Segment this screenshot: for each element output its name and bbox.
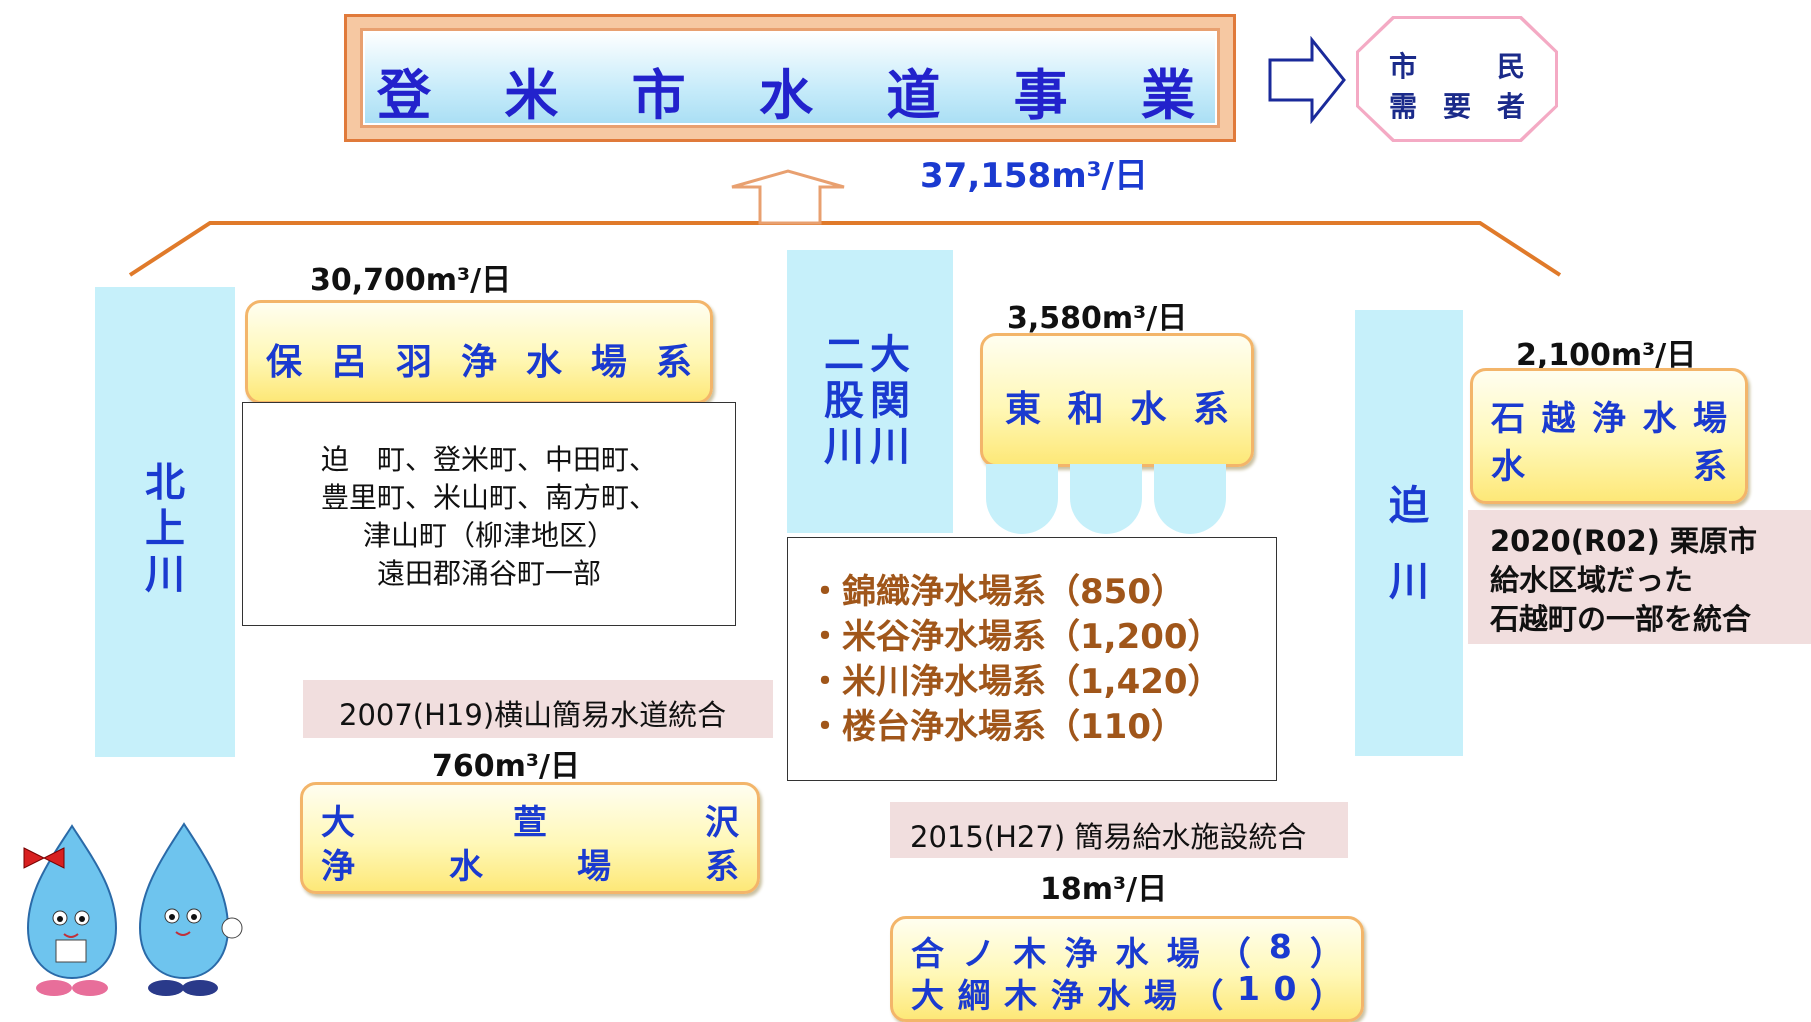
roof-bracket [128,169,1562,277]
hororiba-flow: 30,700m³/日 [310,263,512,298]
ishikoshi-plant-box: 石越浄水場 水系 [1470,368,1748,504]
area-line: 津山町（柳津地区） [362,519,615,552]
mascot-girl-icon [23,824,118,996]
area-line: 豊里町、米山町、南方町、 [320,481,657,514]
river-kitakami [95,287,235,757]
osukezawa-flow: 760m³/日 [432,749,580,784]
small-plant-line1: 合ノ木浄水場（8） [911,927,1343,973]
water-drop-decoration [1154,464,1226,534]
river-futamata [787,250,953,533]
river-ozeki-label: 大関川 [870,332,910,470]
towa-plant-box: 東和水系 [980,333,1254,467]
river-futamata-label: 二股川 [824,332,864,470]
ishikoshi-note: 2020(R02) 栗原市 給水区域だった 石越町の一部を統合 [1468,510,1811,644]
river-hasama [1355,310,1463,756]
river-hasama-label: 迫川 [1389,483,1429,605]
mascot-water-drops [23,822,243,996]
water-drop-decoration [986,464,1058,534]
osukezawa-line2: 浄水場系 [321,847,739,887]
water-drop-decoration [1070,464,1142,534]
list-item: ・楼台浄水場系（110） [808,707,1185,747]
right-arrow-icon [1268,36,1346,124]
small-plants-flow: 18m³/日 [1040,872,1168,907]
title-plaque: 登米市水道事業 [344,14,1236,142]
hororiba-name: 保呂羽浄水場系 [266,342,692,383]
yokoyama-note: 2007(H19)横山簡易水道統合 [303,680,773,738]
hororiba-plant-box: 保呂羽浄水場系 [245,300,713,404]
osukezawa-line1: 大萱沢 [321,803,739,843]
consumers-badge: 市民 需要者 [1356,16,1558,142]
ishikoshi-line1: 石越浄水場 [1491,399,1727,439]
towa-name: 東和水系 [1005,389,1229,430]
area-line: 遠田郡涌谷町一部 [376,557,601,590]
mascot-boy-icon [138,822,243,996]
page-title: 登米市水道事業 [377,64,1195,127]
osukezawa-plant-box: 大萱沢 浄水場系 [300,782,760,894]
towa-flow: 3,580m³/日 [1007,301,1188,336]
list-item: ・米川浄水場系（1,420） [808,662,1222,702]
total-flow: 37,158m³/日 [920,156,1148,196]
ishikoshi-flow: 2,100m³/日 [1516,338,1697,373]
list-item: ・米谷浄水場系（1,200） [808,617,1222,657]
ishikoshi-line2: 水系 [1491,447,1727,487]
list-item: ・錦織浄水場系（850） [808,572,1185,612]
simple-supply-note: 2015(H27) 簡易給水施設統合 [890,802,1348,858]
hororiba-area-box: 迫 町、登米町、中田町、 豊里町、米山町、南方町、 津山町（柳津地区） 遠田郡涌… [242,402,736,626]
towa-plant-list: ・錦織浄水場系（850） ・米谷浄水場系（1,200） ・米川浄水場系（1,42… [787,537,1277,781]
river-kitakami-label: 北上川 [145,460,185,598]
area-line: 迫 町、登米町、中田町、 [320,443,657,476]
